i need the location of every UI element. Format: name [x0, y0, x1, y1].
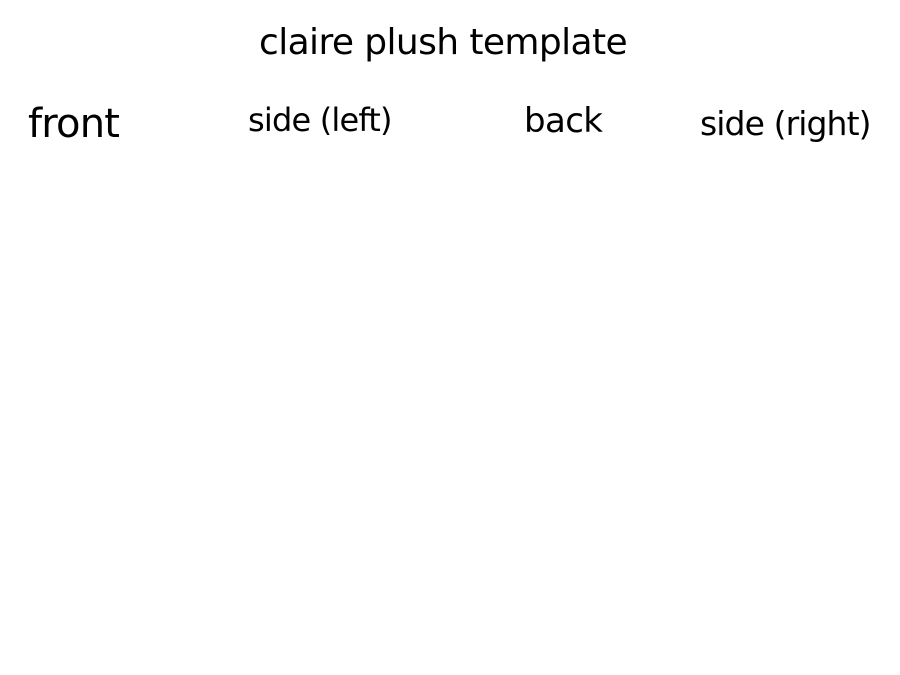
- view-label-side-left: side (left): [248, 101, 393, 139]
- view-label-back: back: [524, 101, 603, 141]
- view-label-side-right: side (right): [700, 104, 871, 143]
- page-title: claire plush template: [259, 22, 628, 63]
- view-label-front: front: [28, 101, 120, 147]
